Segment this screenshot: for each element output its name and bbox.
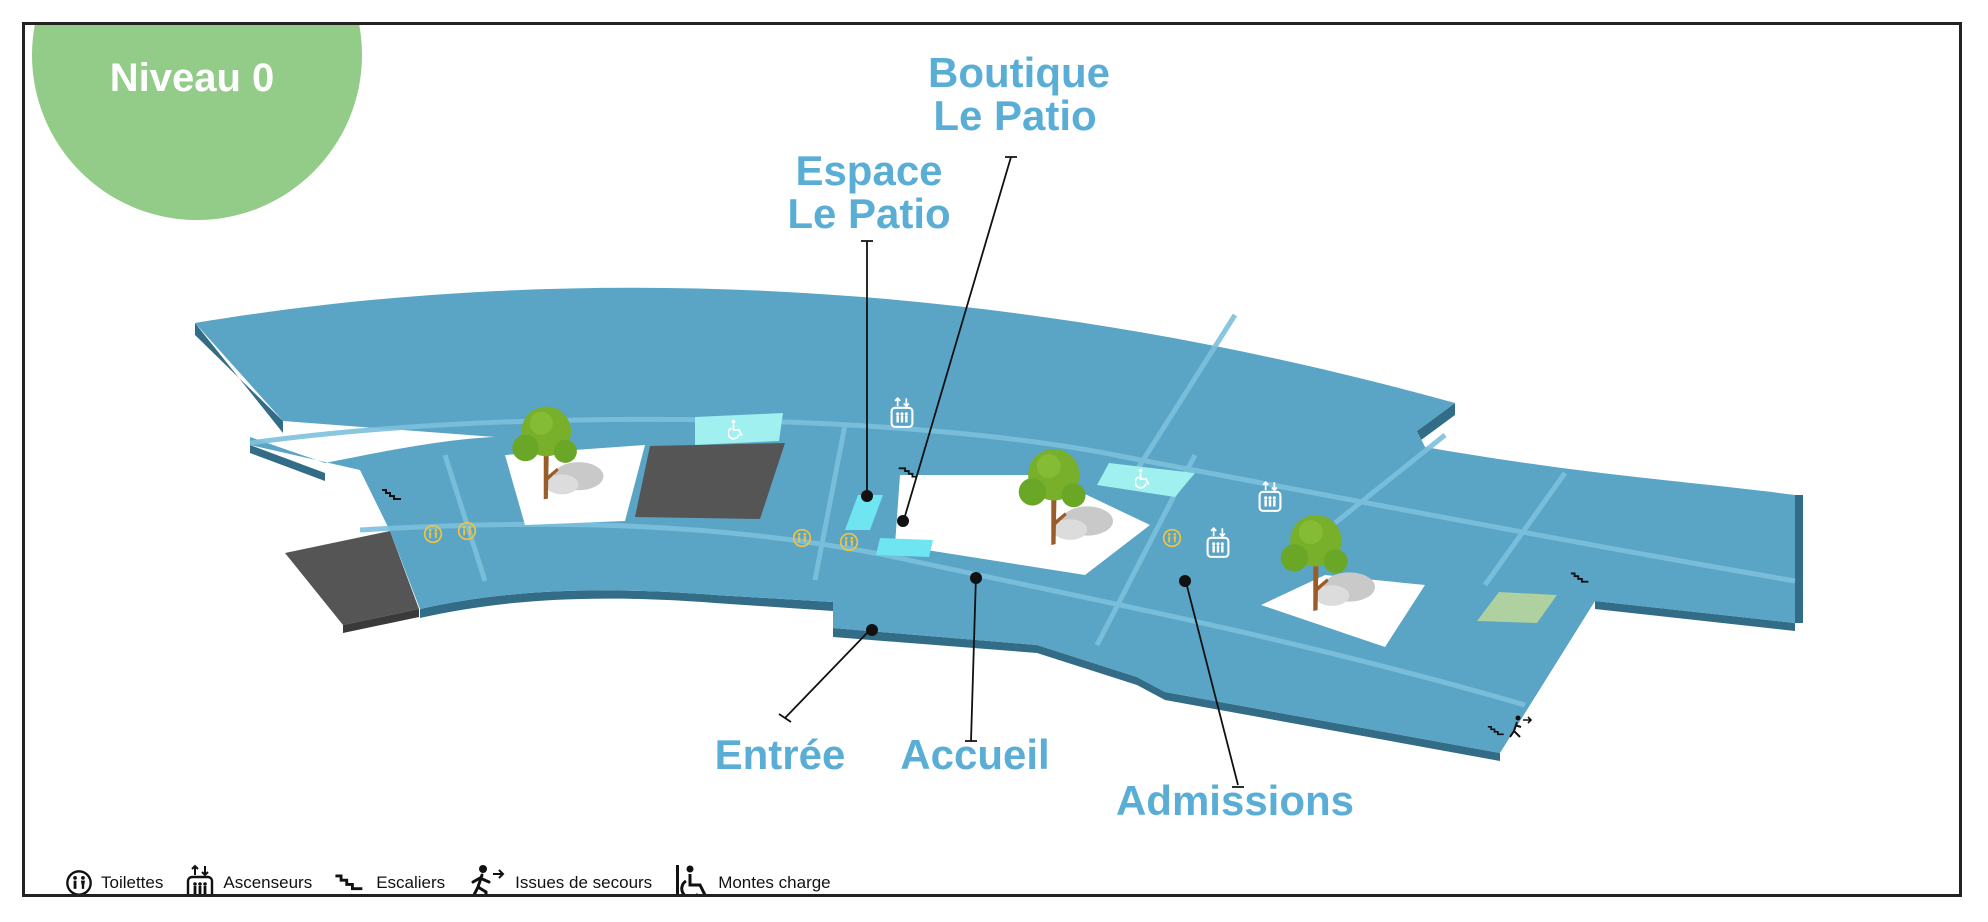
- legend-label: Escaliers: [376, 873, 446, 892]
- legend-item-freight-elevator: Montes charge: [674, 863, 831, 894]
- callout-boutique: [904, 156, 1017, 517]
- legend-label: Montes charge: [718, 873, 831, 892]
- label-espace-line1: Espace: [795, 147, 942, 194]
- floor-plan-map: Niveau 0: [32, 25, 1803, 824]
- legend-item-stairs: Escaliers: [334, 873, 445, 893]
- freight-elevator-icon: [676, 865, 707, 894]
- callout-admissions: [1186, 585, 1244, 788]
- service-block-west: [285, 531, 419, 625]
- label-admissions: Admissions: [1116, 777, 1354, 824]
- callout-espace: [861, 240, 873, 491]
- zone-east: [1477, 592, 1557, 623]
- legend-label: Toilettes: [101, 873, 164, 892]
- legend: Toilettes Ascenseurs Escaliers Issues de…: [65, 853, 831, 894]
- espace-le-patio-room: [845, 495, 883, 530]
- courtyard-east: [1261, 575, 1425, 647]
- legend-label: Ascenseurs: [223, 873, 313, 892]
- legend-item-emergency-exit: Issues de secours: [467, 864, 653, 894]
- label-espace-line2: Le Patio: [787, 190, 950, 237]
- emergency-exit-icon: [1487, 715, 1533, 738]
- marker-boutique: [897, 515, 909, 527]
- boutique-le-patio-room: [876, 538, 933, 557]
- level-badge: [32, 25, 362, 220]
- level-title: Niveau 0: [110, 56, 275, 100]
- label-entree: Entrée: [715, 731, 846, 778]
- label-boutique-line1: Boutique: [928, 49, 1110, 96]
- toilet-icon: [66, 870, 92, 894]
- marker-accueil: [970, 572, 982, 584]
- marker-entree: [866, 624, 878, 636]
- label-boutique-line2: Le Patio: [933, 92, 1096, 139]
- elevator-icon: [187, 864, 214, 894]
- marker-espace: [861, 490, 873, 502]
- service-block-central: [635, 443, 785, 519]
- label-accueil: Accueil: [900, 731, 1049, 778]
- legend-item-toilets: Toilettes: [65, 869, 164, 894]
- legend-item-elevators: Ascenseurs: [185, 863, 313, 894]
- marker-admissions: [1179, 575, 1191, 587]
- callout-accueil: [965, 574, 977, 742]
- emergency-exit-icon: [471, 865, 505, 894]
- courtyard-central: [895, 475, 1150, 575]
- legend-label: Issues de secours: [515, 873, 653, 892]
- freight-elevator-room-west: [695, 413, 783, 445]
- callout-entree: [778, 632, 868, 723]
- stairs-icon: [335, 874, 363, 891]
- map-frame: Niveau 0: [22, 22, 1962, 897]
